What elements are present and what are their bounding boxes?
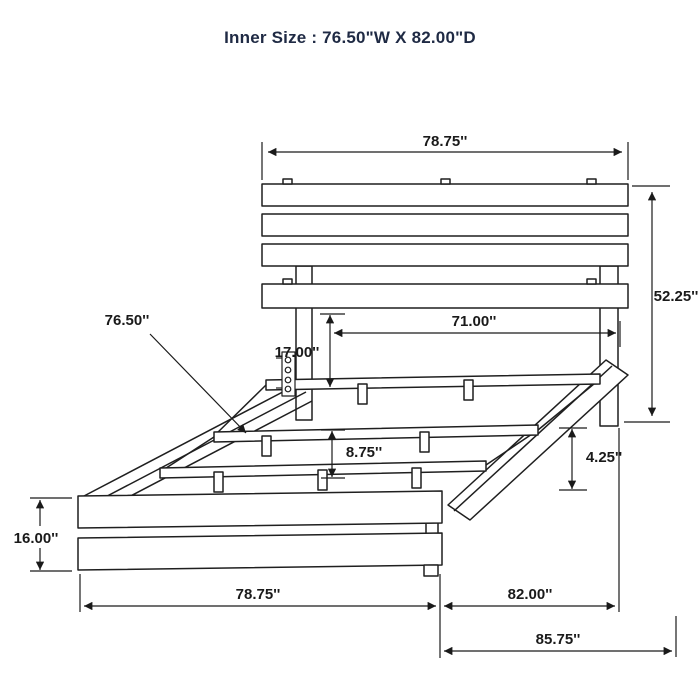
slat-support-leg [463,379,474,401]
dimension-footboard-width [79,574,441,658]
slat-joint-mark [586,278,597,285]
headboard [261,178,629,309]
headboard-slat [261,283,629,309]
bracket-hardware [276,351,296,397]
screw-icon [284,356,292,364]
left-side-rail-edge [83,383,299,497]
dimension-label-headboard-height: 52.25'' [654,288,699,305]
dimension-support-height [321,429,345,479]
slat-joint-mark [282,278,293,285]
screw-icon [284,366,292,374]
dimension-label-rail-height: 4.25'' [586,449,622,466]
headboard-slat [261,183,629,207]
dimension-lines [30,142,677,658]
dimension-rail-height [559,427,587,491]
dimension-labels: 78.75'' 52.25'' 76.50'' 71.00'' 17.00'' … [14,133,699,648]
bed-frame [77,178,629,577]
slat-support-rails [159,373,601,493]
page-title: Inner Size : 76.50"W X 82.00"D [224,28,476,47]
middle-slat-rail [213,424,539,443]
stringer-line [159,436,215,473]
slat-joint-mark [282,178,293,185]
dimension-label-slat-length: 76.50'' [105,312,150,329]
dimension-leg-height [320,313,345,387]
dimension-label-headboard-width: 78.75'' [423,133,468,150]
dimension-headboard-height [624,185,670,423]
slat-support-leg [213,471,224,493]
bracket-plate [281,351,296,397]
dimension-headboard-width [261,142,629,180]
footboard [77,490,443,577]
dimension-label-frame-depth: 82.00'' [508,586,553,603]
dimension-label-leg-height: 17.00'' [275,344,320,361]
slat-support-leg [261,435,272,457]
slat-support-leg [357,383,368,405]
slat-support-leg [411,467,422,489]
side-rails [83,359,629,521]
stringer-line [213,384,267,437]
left-side-rail-edge [91,391,307,505]
right-side-rail [447,359,629,521]
dimension-label-footboard-width: 78.75'' [236,586,281,603]
left-side-rail-edge [99,400,313,513]
screw-icon [284,385,292,393]
stringer-line [537,378,601,431]
back-slat-rail [265,373,601,391]
footboard-slat [77,532,443,571]
dimension-label-footboard-height: 16.00'' [14,530,59,547]
dimension-slat-length-leader [149,333,247,434]
slat-support-leg [419,431,430,453]
dimension-inner-width [334,321,621,347]
slat-joint-mark [586,178,597,185]
footboard-slat [77,490,443,529]
screw-icon [284,376,292,384]
dimension-label-inner-width: 71.00'' [452,313,497,330]
dimension-footboard-height [30,497,72,572]
slat-joint-mark [440,178,451,185]
dimension-label-overall-depth: 85.75'' [536,631,581,648]
dimension-label-support-height: 8.75'' [346,444,382,461]
slat-support-leg [317,469,328,491]
headboard-slat [261,213,629,237]
dimension-overall-depth [444,616,677,657]
dimension-frame-depth [444,428,620,612]
headboard-slat [261,243,629,267]
footboard-foot [423,564,439,577]
